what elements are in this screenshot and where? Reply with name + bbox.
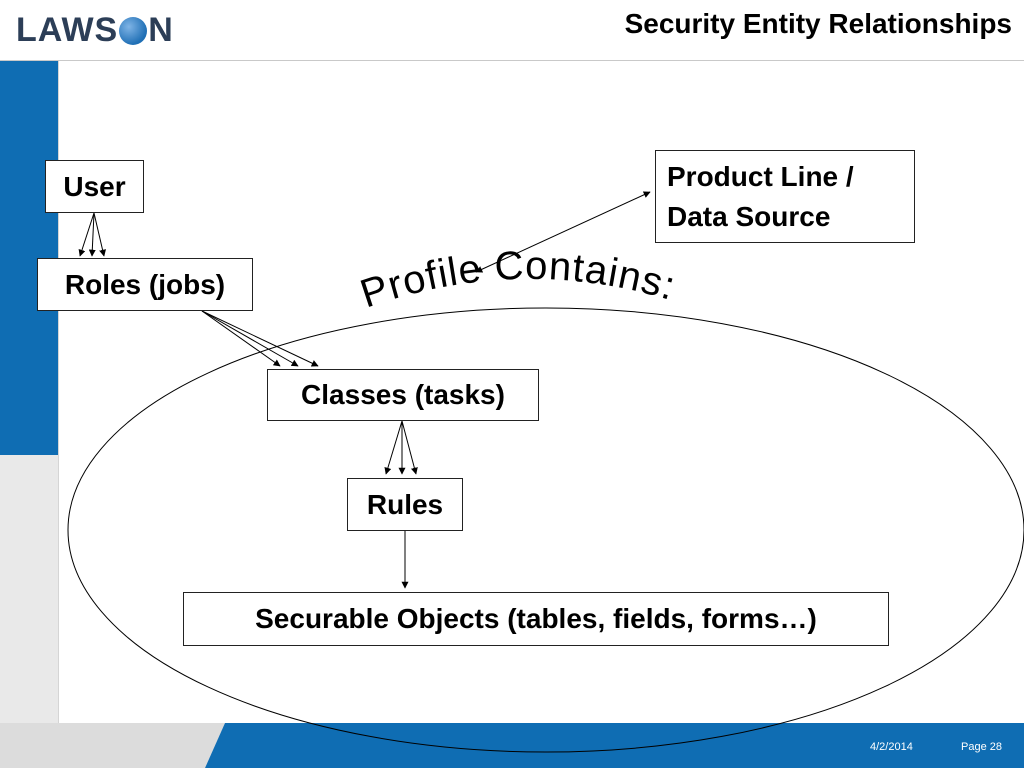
logo-text-part1: LAWS xyxy=(16,10,119,49)
footer-date: 4/2/2014 xyxy=(870,741,913,753)
classes-box: Classes (tasks) xyxy=(267,369,539,421)
arrow-user-roles-1 xyxy=(78,212,95,257)
arrow-classes-rules-3 xyxy=(401,420,418,475)
arrow-user-roles-3 xyxy=(93,212,106,257)
arrow-roles-classes-2 xyxy=(201,310,299,367)
footer-page-number: Page 28 xyxy=(961,741,1002,753)
user-box: User xyxy=(45,160,144,213)
footer-light-segment xyxy=(0,723,225,768)
left-light-bar xyxy=(0,455,58,723)
footer-blue-segment xyxy=(205,723,1024,768)
product-line-label-line1: Product Line / xyxy=(667,160,854,192)
slide-title: Security Entity Relationships xyxy=(624,8,1012,39)
content-frame xyxy=(58,61,1024,723)
profile-contains-label: Profile Contains: xyxy=(355,244,681,317)
arrow-profile-productline xyxy=(475,191,651,273)
arrow-roles-classes-3 xyxy=(201,310,319,367)
securable-objects-box: Securable Objects (tables, fields, forms… xyxy=(183,592,889,646)
rules-box: Rules xyxy=(347,478,463,531)
arrow-classes-rules-1 xyxy=(384,420,403,475)
footer-bar xyxy=(0,723,1024,768)
roles-box: Roles (jobs) xyxy=(37,258,253,311)
profile-ellipse xyxy=(67,307,1024,753)
product-line-label-line2: Data Source xyxy=(667,200,831,232)
arrow-roles-classes-1 xyxy=(201,310,281,367)
globe-icon xyxy=(119,17,148,45)
logo-text-part2: N xyxy=(148,10,174,49)
header-divider xyxy=(0,60,1024,61)
product-line-box: Product Line / Data Source xyxy=(655,150,915,243)
lawson-logo: LAWS N xyxy=(16,10,174,50)
arrow-user-roles-2 xyxy=(88,212,96,257)
